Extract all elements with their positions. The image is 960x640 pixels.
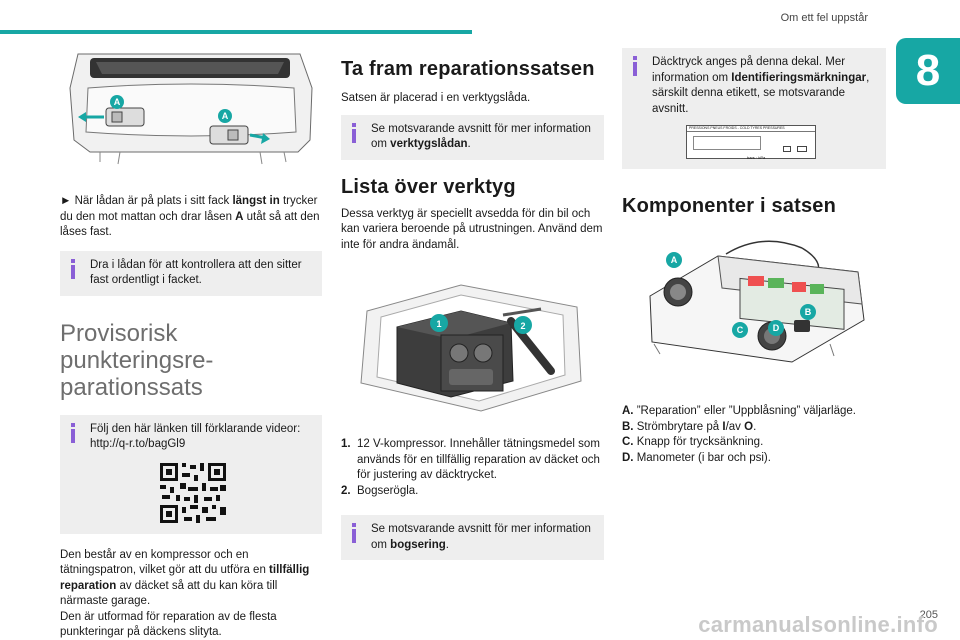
page-number: 205	[919, 609, 938, 621]
chapter-number: 8	[915, 46, 941, 95]
column-2: Ta fram reparationssatsen Satsen är plac…	[341, 58, 604, 560]
illustration-label: 1	[436, 319, 441, 329]
list-item: 1. 12 V-kompressor. Innehåller tätningsm…	[341, 438, 600, 481]
list-item: 2. Bogserögla.	[341, 484, 419, 497]
chapter-tab: 8	[896, 38, 960, 104]
header-accent-bar	[0, 30, 472, 34]
list-item: D. Manometer (i bar och psi).	[622, 451, 771, 464]
video-link-note: Följ den här länken till förklarande vid…	[60, 414, 322, 534]
paragraph-tool-info: Dessa verktyg är speciellt avsedda för d…	[341, 207, 603, 251]
heading-tool-list: Lista över verktyg	[341, 175, 516, 198]
components-list: A. ”Reparation” eller ”Uppblåsning” välj…	[622, 404, 886, 466]
tool-list: 1. 12 V-kompressor. Innehåller tätningsm…	[341, 437, 604, 499]
info-note-towing: Se motsvarande avsnitt för mer informati…	[341, 515, 604, 560]
list-item: A. ”Reparation” eller ”Uppblåsning” välj…	[622, 405, 856, 417]
info-icon	[70, 422, 76, 443]
instruction-step: ► När lådan är på plats i sitt fack läng…	[60, 195, 320, 238]
info-note-tyre-label: Däcktryck anges på denna dekal. Mer info…	[622, 48, 886, 169]
info-icon	[70, 258, 76, 279]
chapter-title: Om ett fel uppstår	[780, 12, 868, 24]
paragraph-description: Den består av en kompressor och en tätni…	[60, 548, 310, 608]
compressor-illustration: A B C D	[649, 240, 865, 363]
heading-take-out-kit: Ta fram reparationssatsen	[341, 58, 595, 80]
list-item: B. Strömbrytare på I/av O.	[622, 420, 757, 433]
tyre-pressure-label: PRESSIONS PNEUS FROIDS - COLD TYRES PRES…	[686, 125, 816, 160]
heading-kit-components: Komponenter i satsen	[622, 195, 837, 217]
section-title: Provisorisk punkteringsre-parationssats	[60, 319, 214, 401]
illustration-label: 2	[520, 321, 525, 331]
paragraph-purpose: Den är utformad för reparation av de fle…	[60, 610, 277, 639]
illustration-label: A	[671, 255, 678, 265]
qr-code	[158, 460, 228, 525]
illustration-label: D	[773, 323, 780, 333]
info-icon	[351, 523, 357, 543]
watermark: carmanualsonline.info	[698, 612, 938, 637]
tyre-label-units: bars · kPa	[747, 155, 766, 160]
illustration-label: B	[805, 307, 812, 317]
info-icon	[351, 122, 357, 143]
info-icon	[632, 56, 638, 76]
illustration-label: C	[737, 325, 744, 335]
column-1: A A ► När lådan är på plats i sitt fack …	[60, 48, 322, 640]
illustration-label: A	[222, 111, 229, 121]
storage-box-illustration: A A	[69, 53, 313, 165]
list-item: C. Knapp för trycksänkning.	[622, 436, 764, 448]
info-note: Dra i lådan för att kontrollera att den …	[60, 250, 322, 296]
toolbox-illustration: 1 2	[360, 284, 582, 412]
illustration-label: A	[114, 97, 121, 107]
column-3: Däcktryck anges på denna dekal. Mer info…	[622, 48, 886, 466]
tyre-label-header: PRESSIONS PNEUS FROIDS - COLD TYRES PRES…	[687, 126, 815, 132]
info-note-toolbox: Se motsvarande avsnitt för mer informati…	[341, 114, 604, 160]
paragraph-kit-location: Satsen är placerad i en verktygslåda.	[341, 92, 531, 104]
